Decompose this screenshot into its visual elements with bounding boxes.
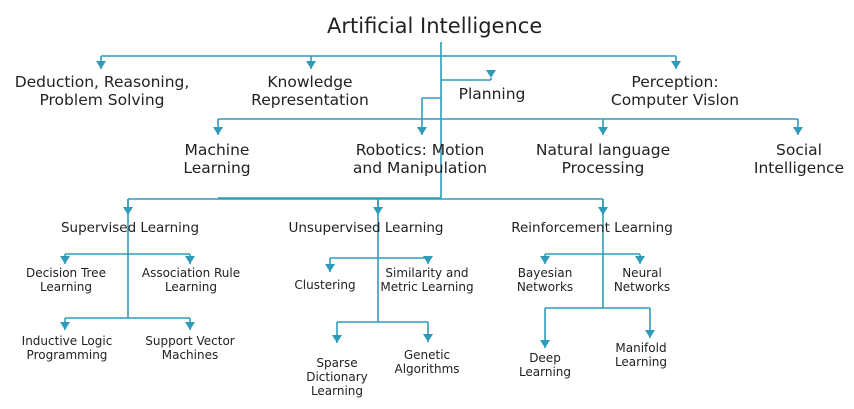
node-sparse-dictionary-learning: Sparse Dictionary Learning [292,356,382,398]
node-line: Metric Learning [380,280,474,295]
node-line: Representation [251,91,369,110]
node-line: Networks [516,280,574,295]
node-line: Machines [161,348,219,363]
node-line: Planning [458,85,526,103]
node-supervised-learning: Supervised Learning [40,220,220,237]
node-line: Robotics: Motion [355,141,485,159]
node-line: Learning [39,280,93,295]
node-line: Sparse [316,356,358,370]
node-deduction-reasoning: Deduction, Reasoning, Problem Solving [2,73,202,110]
node-line: Reinforcement Learning [511,220,673,236]
node-line: Programming [26,348,108,363]
node-similarity-metric-learning: Similarity and Metric Learning [372,266,482,294]
node-line: Learning [614,355,668,370]
node-line: Bayesian [517,266,573,280]
node-neural-networks: Neural Networks [602,266,682,294]
node-line: Learning [518,365,572,380]
node-line: Deep [529,351,561,365]
node-line: Computer Vislon [610,91,740,110]
node-line: Manifold [615,341,667,355]
node-line: Social [776,141,822,159]
node-inductive-logic-programming: Inductive Logic Programming [12,334,122,362]
node-line: Learning [310,384,364,399]
node-manifold-learning: Manifold Learning [601,341,681,369]
node-line: Similarity and [385,266,469,280]
node-line: Clustering [294,278,356,292]
node-natural-language-processing: Natural language Processing [523,141,683,178]
node-planning: Planning [442,85,542,103]
node-line: Deduction, Reasoning, [14,73,190,91]
node-genetic-algorithms: Genetic Algorithms [382,348,472,376]
node-line: Unsupervised Learning [288,220,444,236]
node-reinforcement-learning: Reinforcement Learning [497,220,687,237]
node-decision-tree-learning: Decision Tree Learning [11,266,121,294]
node-line: Knowledge [267,73,353,91]
node-association-rule-learning: Association Rule Learning [131,266,251,294]
node-line: Supervised Learning [60,220,200,236]
node-line: Algorithms [394,362,460,377]
node-line: Machine [184,141,250,159]
root-label: Artificial Intelligence [327,14,543,38]
node-clustering: Clustering [280,278,370,292]
node-line: Intelligence [753,159,845,178]
node-perception: Perception: Computer Vislon [595,73,755,110]
node-line: Genetic [403,348,451,362]
node-line: Perception: [631,73,719,91]
node-line: Support Vector [145,334,235,348]
node-line: Inductive Logic [21,334,113,348]
node-line: Networks [613,280,671,295]
node-knowledge-representation: Knowledge Representation [230,73,390,110]
node-unsupervised-learning: Unsupervised Learning [276,220,456,237]
node-line: Learning [183,159,251,178]
node-machine-learning: Machine Learning [157,141,277,178]
node-bayesian-networks: Bayesian Networks [505,266,585,294]
node-social-intelligence: Social Intelligence [744,141,854,178]
node-line: Processing [561,159,645,178]
node-deep-learning: Deep Learning [505,351,585,379]
node-robotics: Robotics: Motion and Manipulation [345,141,495,178]
node-line: Association Rule [141,266,241,280]
node-line: Natural language [535,141,671,159]
node-support-vector-machines: Support Vector Machines [135,334,245,362]
node-line: Neural [622,266,662,280]
node-line: and Manipulation [352,159,488,178]
node-line: Problem Solving [39,91,165,110]
node-line: Decision Tree [26,266,106,280]
root-node: Artificial Intelligence [327,14,543,39]
node-line: Learning [164,280,218,295]
node-line: Dictionary [306,370,368,385]
